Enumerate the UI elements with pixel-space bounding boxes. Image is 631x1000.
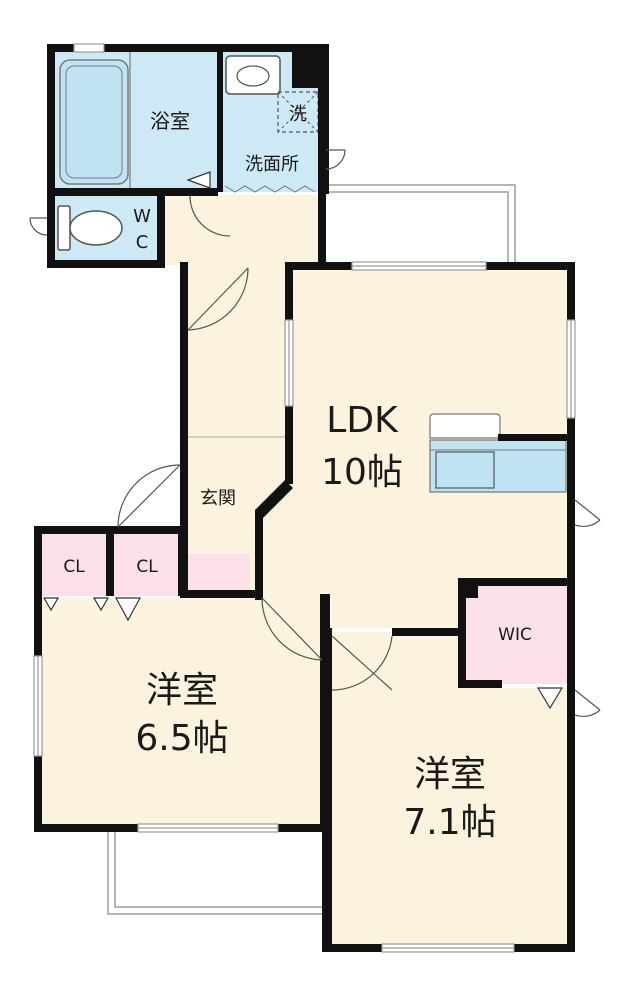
label-ldk-1: LDK (326, 400, 399, 441)
kitchen-sink (435, 451, 495, 489)
wash-basin (225, 55, 281, 95)
doors (29, 149, 601, 717)
label-washer: 洗 (289, 104, 307, 125)
bathtub (59, 59, 129, 185)
washroom-accordion-door (224, 185, 316, 193)
ldk-floor (262, 268, 568, 628)
label-wc-1: W (133, 206, 151, 227)
western-room-a-floor (40, 598, 322, 826)
label-western-a-1: 洋室 (146, 670, 218, 711)
wic-floor (465, 582, 567, 684)
balcony-lower (107, 830, 322, 915)
label-ldk-2: 10帖 (321, 452, 403, 493)
label-western-a-2: 6.5帖 (135, 718, 228, 759)
toilet-tank (57, 205, 71, 251)
closet-right-floor (113, 532, 181, 596)
closet-left-floor (40, 532, 108, 596)
label-cl-right: CL (136, 557, 158, 577)
label-cl-left: CL (63, 557, 85, 577)
balcony-upper (325, 184, 516, 262)
label-wc-2: C (136, 232, 149, 253)
bathtub-inner (65, 65, 123, 179)
label-bath: 浴室 (150, 109, 190, 133)
label-wic: WIC (498, 625, 532, 645)
closet-door-marks (42, 171, 564, 710)
windows (33, 43, 576, 953)
label-western-b-2: 7.1帖 (403, 802, 496, 843)
label-western-b-1: 洋室 (414, 754, 486, 795)
western-room-b-floor (330, 632, 568, 945)
label-entrance: 玄関 (200, 488, 236, 509)
toilet-bowl (69, 210, 123, 246)
kitchen-counter-top (429, 413, 501, 439)
wash-basin-bowl (236, 65, 270, 87)
shoe-closet-floor (186, 554, 250, 594)
label-washroom: 洗面所 (245, 154, 299, 175)
